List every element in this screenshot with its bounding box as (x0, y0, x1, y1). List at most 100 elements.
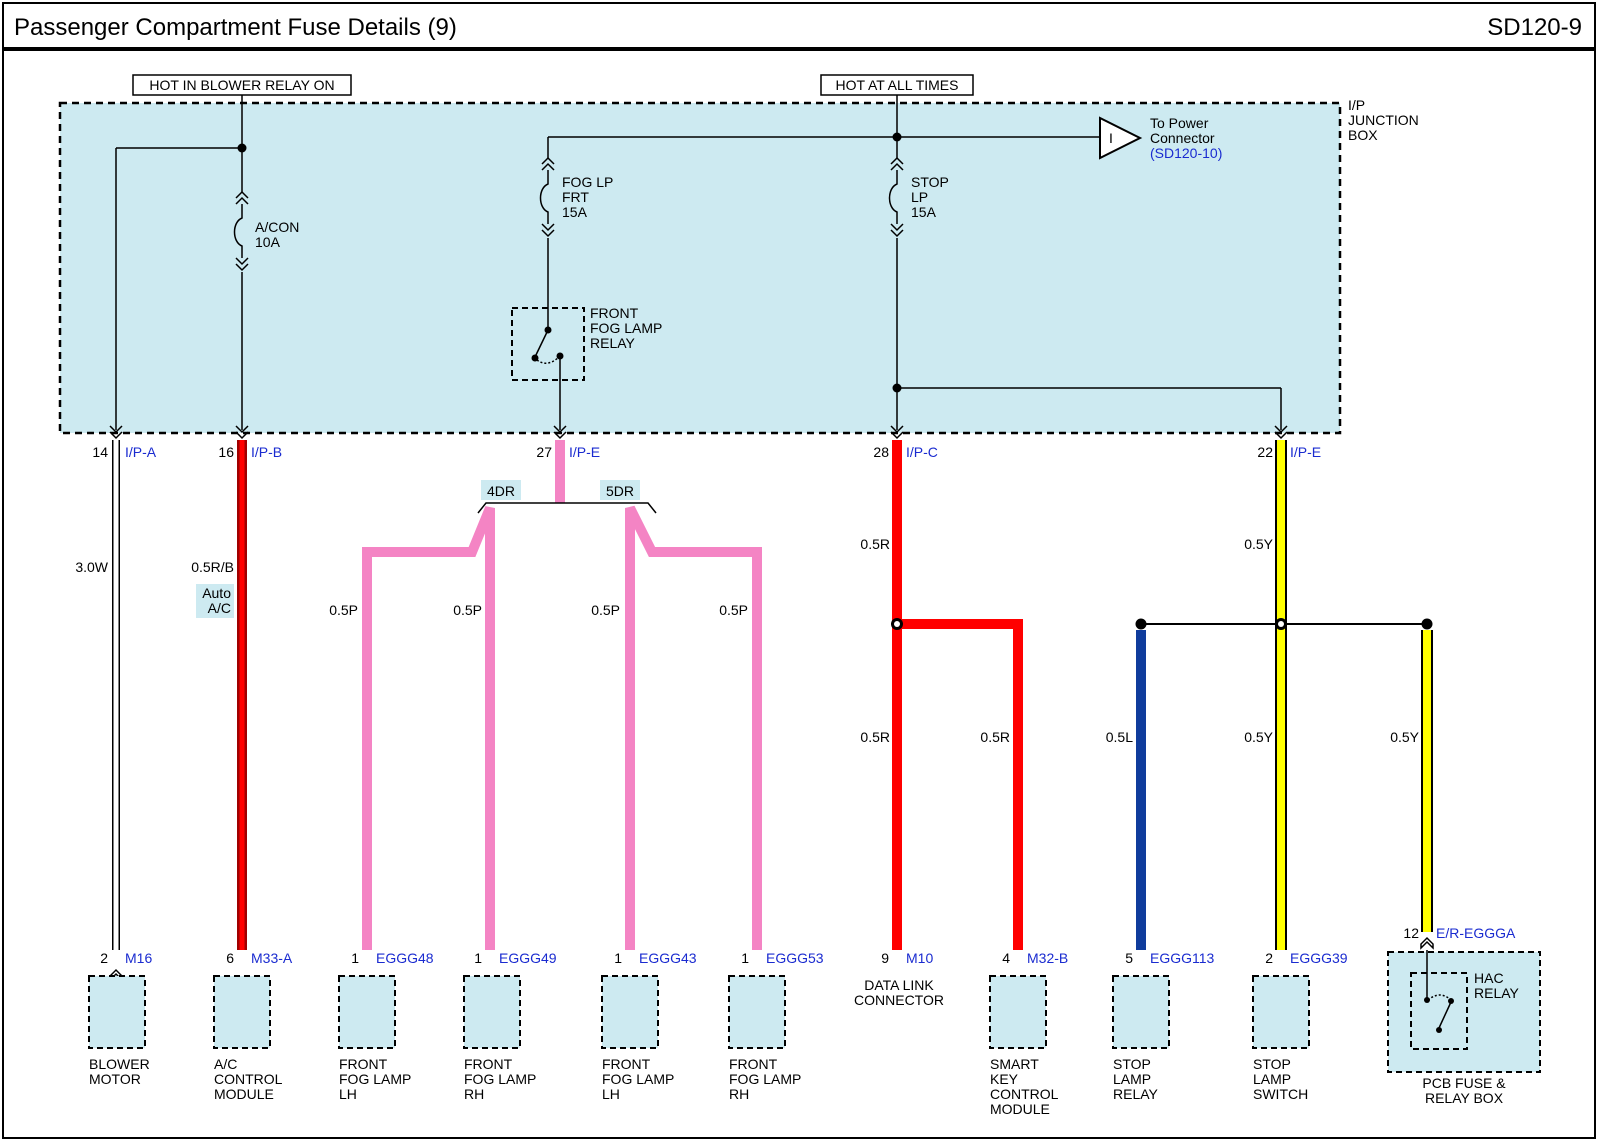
box-pin-conn[interactable]: I/P-C (906, 444, 938, 460)
comp-pin-num: 9 (881, 950, 889, 966)
component-label: SMART (990, 1056, 1039, 1072)
comp-pin-conn[interactable]: EGGG113 (1150, 950, 1215, 966)
power-connector-label-2: Connector (1150, 130, 1215, 146)
component-label: RH (464, 1086, 484, 1102)
wire-label: 0.5P (719, 602, 748, 618)
fuse-stop-label-1: STOP (911, 174, 949, 190)
comp-pin-conn[interactable]: M33-A (251, 950, 293, 966)
comp-pin-num: 1 (474, 950, 482, 966)
component-label: PCB FUSE & (1422, 1075, 1506, 1091)
hac-relay-label-2: RELAY (1474, 985, 1520, 1001)
comp-pin-conn[interactable]: M32-B (1027, 950, 1068, 966)
component-label: LAMP (1253, 1071, 1291, 1087)
option-bracket (477, 502, 657, 514)
component-label: LH (602, 1086, 620, 1102)
splice-dot (1421, 618, 1433, 630)
comp-pin-num: 2 (1265, 950, 1273, 966)
comp-pin-num: 5 (1125, 950, 1133, 966)
comp-pin-num: 4 (1002, 950, 1010, 966)
wire-label: 0.5P (453, 602, 482, 618)
wire-label: 0.5P (591, 602, 620, 618)
component-label: SWITCH (1253, 1086, 1308, 1102)
auto-ac-label-2: A/C (208, 600, 231, 616)
hac-relay-label-1: HAC (1474, 970, 1504, 986)
stop-switch-box (1252, 975, 1310, 1049)
comp-pin-num: 6 (226, 950, 234, 966)
option-4dr-badge (481, 480, 521, 500)
component-label: CONNECTOR (854, 992, 944, 1008)
box-pin-conn[interactable]: I/P-B (251, 444, 282, 460)
box-pin-num: 22 (1257, 444, 1273, 460)
comp-pin-num: 1 (614, 950, 622, 966)
comp-pin-conn[interactable]: EGGG49 (499, 950, 557, 966)
page-title: Passenger Compartment Fuse Details (9) (14, 14, 457, 41)
component-label: CONTROL (990, 1086, 1059, 1102)
component-label: FOG LAMP (464, 1071, 536, 1087)
fuse-acon (233, 190, 249, 272)
comp-pin-num: 1 (741, 950, 749, 966)
fuse-stop (888, 156, 904, 238)
component-label: BLOWER (89, 1056, 150, 1072)
component-label: MODULE (990, 1101, 1050, 1117)
box-pin-conn[interactable]: I/P-E (569, 444, 600, 460)
wire-label: 0.5P (329, 602, 358, 618)
ac-module-box (213, 975, 271, 1049)
smart-key-box (989, 975, 1047, 1049)
box-pin-num: 28 (873, 444, 889, 460)
box-pin-conn[interactable]: I/P-A (125, 444, 157, 460)
auto-ac-badge (196, 584, 234, 618)
power-connector-label-1: To Power (1150, 115, 1209, 131)
option-4dr: 4DR (487, 483, 515, 499)
wire-label: 3.0W (75, 559, 108, 575)
component-label: FRONT (339, 1056, 388, 1072)
hac-pin-num: 12 (1403, 925, 1419, 941)
option-5dr: 5DR (606, 483, 634, 499)
wire-label: 0.5Y (1390, 729, 1419, 745)
comp-pin-conn[interactable]: M10 (906, 950, 933, 966)
box-pin-conn[interactable]: I/P-E (1290, 444, 1321, 460)
wire-label: 0.5R (860, 536, 890, 552)
box-outlet-arrows (109, 425, 1288, 440)
component-label: MOTOR (89, 1071, 141, 1087)
component-label: STOP (1253, 1056, 1291, 1072)
fuse-fog (539, 156, 555, 238)
power-connector-ref[interactable]: (SD120-10) (1150, 145, 1222, 161)
comp-pin-conn[interactable]: EGGG53 (766, 950, 824, 966)
component-label: FOG LAMP (729, 1071, 801, 1087)
power-connector-icon (1099, 116, 1143, 160)
hac-relay-box (1410, 972, 1468, 1050)
fog-lh-5dr-box (601, 975, 659, 1049)
box-pin-num: 16 (218, 444, 234, 460)
comp-pin-num: 2 (100, 950, 108, 966)
component-label: FRONT (729, 1056, 778, 1072)
fog-relay-box (511, 307, 585, 381)
option-5dr-badge (600, 480, 640, 500)
wire-label: 0.5Y (1244, 729, 1273, 745)
comp-pin-num: 1 (351, 950, 359, 966)
stop-relay-box (1112, 975, 1170, 1049)
wire-label: 0.5Y (1244, 536, 1273, 552)
component-boxes (88, 951, 1541, 1073)
component-label: MODULE (214, 1086, 274, 1102)
splice-dot (892, 132, 902, 142)
component-label: FRONT (464, 1056, 513, 1072)
fuse-fog-label-3: 15A (562, 204, 588, 220)
splice-dot (237, 143, 247, 153)
hac-pin-conn[interactable]: E/R-EGGGA (1436, 925, 1516, 941)
component-label: LAMP (1113, 1071, 1151, 1087)
junction-box-label-3: BOX (1348, 127, 1378, 143)
comp-pin-conn[interactable]: M16 (125, 950, 152, 966)
component-label: STOP (1113, 1056, 1151, 1072)
component-label: RELAY (1113, 1086, 1159, 1102)
wire-label: 0.5R (980, 729, 1010, 745)
wire-label: 0.5R (860, 729, 890, 745)
component-label: FOG LAMP (602, 1071, 674, 1087)
hac-relay-switch-icon (1426, 950, 1452, 1029)
comp-pin-conn[interactable]: EGGG39 (1290, 950, 1348, 966)
fuse-acon-label-2: 10A (255, 234, 281, 250)
comp-pin-conn[interactable]: EGGG43 (639, 950, 697, 966)
comp-pin-conn[interactable]: EGGG48 (376, 950, 434, 966)
fuse-fog-label-1: FOG LP (562, 174, 613, 190)
wire-dlc-group (892, 440, 1023, 950)
